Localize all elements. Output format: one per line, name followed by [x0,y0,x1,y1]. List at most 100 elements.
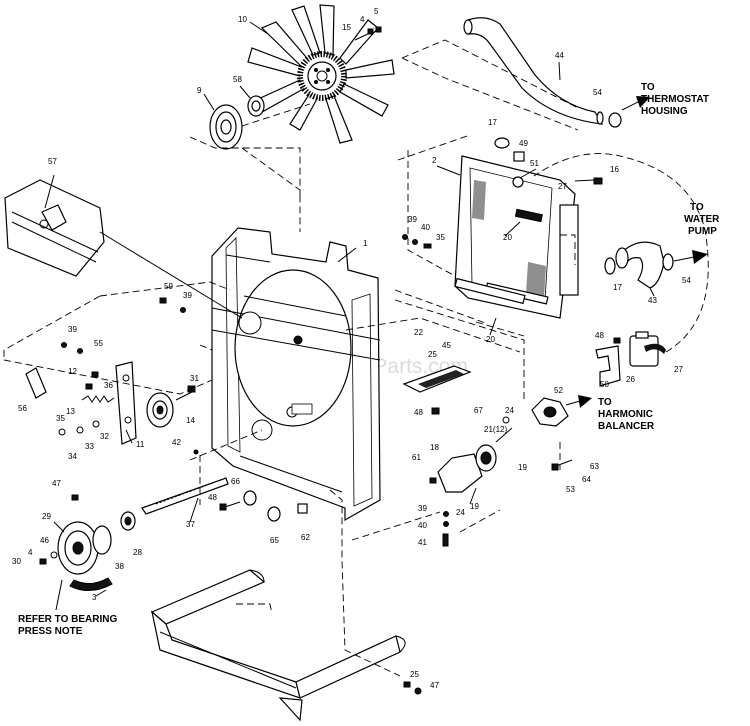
callout-label: 40 [418,521,427,530]
fan-shroud [211,227,381,522]
callout-label: 34 [68,452,77,461]
callout-label: 39 [418,504,427,513]
callout-label: 27 [558,182,567,191]
callout-label: 47 [52,479,61,488]
callout-label: 20 [503,233,512,242]
callout-label: 45 [442,341,451,350]
hose-clamp [608,112,622,128]
callout-label: 46 [40,536,49,545]
coolant-recovery-tank [629,331,666,367]
callout-label: 35 [56,414,65,423]
callout-label: 11 [136,440,145,449]
callout-label: 48 [208,493,217,502]
thermostat-note: TO [641,82,655,93]
callout-label: 28 [133,548,142,557]
callout-label: 19 [518,463,527,472]
callout-label: 18 [430,443,439,452]
callout-label: 42 [172,438,181,447]
radiator-cap [513,151,525,162]
callout-label: 9 [197,86,202,95]
callout-label: 22 [414,328,423,337]
base-frame [150,569,406,722]
callout-label: 41 [418,538,427,547]
callout-label: 63 [590,462,599,471]
lower-radiator-hose-elbow [604,241,674,289]
belt-guard-bracket [25,367,47,399]
snap-ring [69,577,113,591]
callout-label: 55 [94,339,103,348]
callout-label: 4 [28,548,33,557]
callout-label: 33 [85,442,94,451]
callout-label: 32 [100,432,109,441]
callout-label: 61 [412,453,421,462]
callout-label: 43 [648,296,657,305]
thermostat-arrow [621,96,650,111]
harmonic-balancer-adapter [531,397,569,427]
callout-label: 67 [474,406,483,415]
callout-labels: 10 15 4 5 44 9 58 54 17 49 2 51 27 16 57… [12,7,691,690]
callout-label: 39 [408,215,417,224]
thermostat-note: HOUSING [641,106,688,117]
callout-label: 15 [342,23,351,32]
callout-label: 66 [231,477,240,486]
callout-label: 12 [68,367,77,376]
callout-label: 19 [470,502,479,511]
callout-label: 36 [104,381,113,390]
callout-label: 5 [374,7,379,16]
callout-label: 10 [238,15,247,24]
callout-label: 26 [626,375,635,384]
belt-tensioner [429,427,513,505]
mounting-hardware [402,234,432,249]
callout-label: 24 [505,406,514,415]
callout-label: 17 [613,283,622,292]
callout-label: 21(12) [484,425,507,434]
harmonic-note: TO [598,397,612,408]
callout-leaders [53,21,655,611]
callout-label: 49 [519,139,528,148]
drive-pulley [57,521,112,575]
callout-label: 53 [566,485,575,494]
idler-spring [81,395,115,403]
callout-label: 24 [456,508,465,517]
idler-bracket [115,361,137,445]
thermostat-note: THERMOSTAT [641,94,709,105]
callout-label: 52 [554,386,563,395]
callout-label: 54 [682,276,691,285]
callout-label: 14 [186,416,195,425]
callout-label: 65 [270,536,279,545]
bearing-note: REFER TO BEARING [18,614,117,625]
callout-label: 48 [595,331,604,340]
callout-label: 29 [42,512,51,521]
harmonic-note: BALANCER [598,421,655,432]
bearing-note: PRESS NOTE [18,626,83,637]
hose-clamp [494,137,510,149]
callout-label: 40 [421,223,430,232]
callout-label: 57 [48,157,57,166]
callout-label: 31 [190,374,199,383]
callout-label: 2 [432,156,437,165]
callout-label: 39 [183,291,192,300]
callout-label: 44 [555,51,564,60]
callout-label: 54 [593,88,602,97]
callout-label: 50 [600,380,609,389]
water-pump-note: PUMP [688,226,717,237]
base-hardware [403,681,422,695]
overflow-hose [533,153,709,353]
callout-label: 20 [486,335,495,344]
callout-label: 64 [582,475,591,484]
coolant-recovery-bracket [595,337,621,387]
callout-label: 62 [301,533,310,542]
bearing-hardware [219,490,308,522]
detail-magnifier [4,174,243,319]
callout-label: 16 [610,165,619,174]
callout-label: 25 [428,350,437,359]
callout-label: 51 [530,159,539,168]
fan-bolt [354,26,382,41]
harmonic-balancer-arrow [565,395,592,408]
water-pump-note: TO [690,202,704,213]
fan-assembly [247,4,395,144]
callout-label: 4 [360,15,365,24]
fan-spacer [247,95,265,117]
callout-label: 1 [363,239,368,248]
